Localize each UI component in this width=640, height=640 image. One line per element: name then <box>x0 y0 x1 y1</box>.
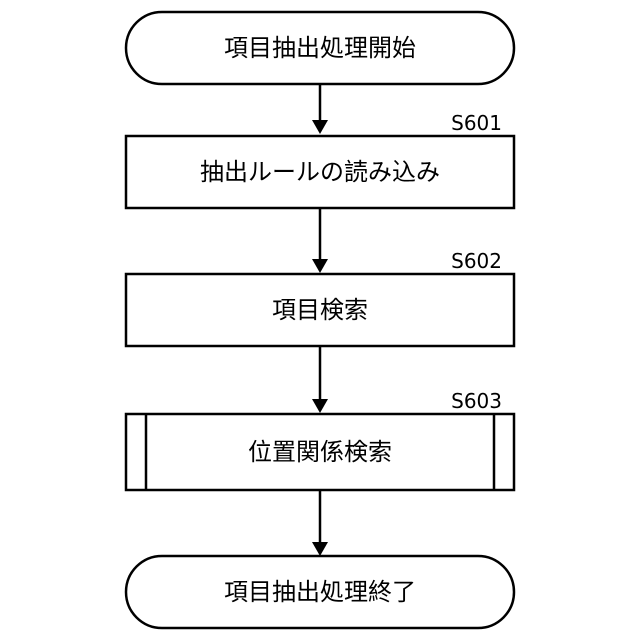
arrow-start-to-s601 <box>312 84 328 134</box>
arrowhead <box>312 259 328 273</box>
end-node: 項目抽出処理終了 <box>126 556 514 628</box>
arrow-s603-to-end <box>312 490 328 556</box>
step-s603: 位置関係検索 <box>126 414 514 490</box>
arrow-s602-to-s603 <box>312 346 328 413</box>
step-s602: 項目検索 <box>126 274 514 346</box>
step-s601: 抽出ルールの読み込み <box>126 136 514 208</box>
start-node-label: 項目抽出処理開始 <box>224 34 416 62</box>
step-s601-label: 抽出ルールの読み込み <box>200 158 440 186</box>
start-node: 項目抽出処理開始 <box>126 12 514 84</box>
step-label-s601: S601 <box>451 111 502 135</box>
arrowhead <box>312 542 328 556</box>
end-node-label: 項目抽出処理終了 <box>224 578 416 606</box>
step-s602-label: 項目検索 <box>272 296 368 324</box>
arrow-s601-to-s602 <box>312 208 328 273</box>
step-label-s602: S602 <box>451 249 502 273</box>
step-s603-label: 位置関係検索 <box>248 438 392 466</box>
step-label-s603: S603 <box>451 389 502 413</box>
arrowhead <box>312 399 328 413</box>
arrowhead <box>312 120 328 134</box>
